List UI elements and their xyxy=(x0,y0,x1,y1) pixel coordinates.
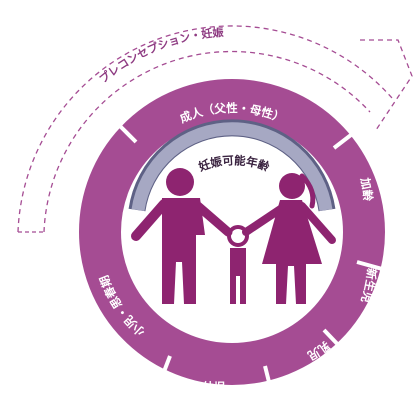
life-stage-ring xyxy=(79,79,385,385)
family-icon xyxy=(131,168,336,304)
reproductive-age-band xyxy=(128,119,336,212)
reproductive-age-label: 妊娠可能年齢 xyxy=(197,153,272,174)
dashed-cycle-arrow-icon xyxy=(17,25,413,233)
segment-dividers xyxy=(110,116,387,395)
segment-toddler-label: 幼児 xyxy=(203,380,226,394)
outer-cycle-label: プレコンセプション・妊娠 xyxy=(96,25,225,86)
segment-aging-label: 加齢 xyxy=(358,176,375,203)
